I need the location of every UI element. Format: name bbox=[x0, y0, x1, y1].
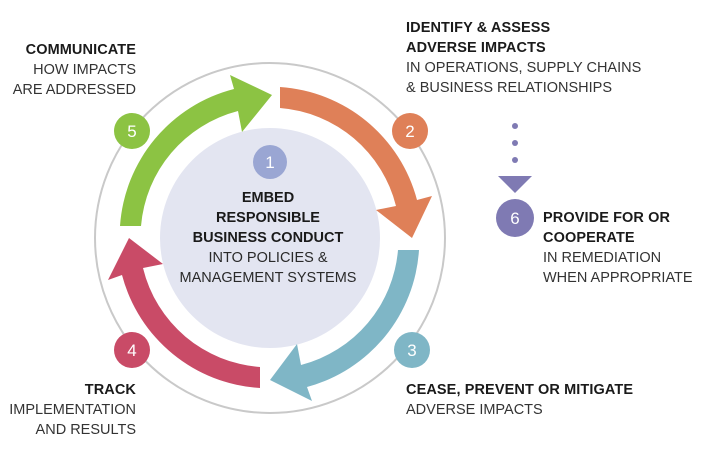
step-4-number: 4 bbox=[127, 341, 136, 360]
center-title-line: RESPONSIBLE bbox=[216, 210, 320, 226]
step-1-badge-circle bbox=[253, 145, 287, 179]
step-2-label: IDENTIFY & ASSESS ADVERSE IMPACTS IN OPE… bbox=[406, 18, 641, 98]
step-4-badge-circle bbox=[114, 332, 150, 368]
connector-dot bbox=[512, 123, 518, 129]
step-6-title: COOPERATE bbox=[543, 230, 635, 246]
step-2-title: IDENTIFY & ASSESS bbox=[406, 20, 551, 36]
step-2-title: ADVERSE IMPACTS bbox=[406, 40, 546, 56]
center-title-line: BUSINESS CONDUCT bbox=[192, 230, 344, 246]
connector-arrowhead bbox=[498, 176, 532, 193]
step-6-title: PROVIDE FOR OR bbox=[543, 210, 671, 226]
step-5-label: COMMUNICATE HOW IMPACTS ARE ADDRESSED bbox=[13, 40, 136, 100]
step-6-badge: 6 bbox=[496, 199, 534, 237]
step-3-label: CEASE, PREVENT OR MITIGATE ADVERSE IMPAC… bbox=[406, 380, 633, 420]
step-5-badge: 5 bbox=[114, 113, 150, 149]
step-2-badge: 2 bbox=[392, 113, 428, 149]
step-3-badge-circle bbox=[394, 332, 430, 368]
step-2-number: 2 bbox=[405, 122, 414, 141]
step-2-badge-circle bbox=[392, 113, 428, 149]
step-1-number: 1 bbox=[265, 153, 274, 172]
step-1-badge: 1 bbox=[253, 145, 287, 179]
step-4-title: TRACK bbox=[84, 382, 136, 398]
step-5-subtitle: HOW IMPACTS bbox=[33, 62, 136, 78]
step-4-subtitle: AND RESULTS bbox=[35, 422, 136, 438]
step-4-subtitle: IMPLEMENTATION bbox=[9, 402, 136, 418]
step-2-subtitle: & BUSINESS RELATIONSHIPS bbox=[406, 80, 613, 96]
center-title-line: EMBED bbox=[241, 190, 295, 206]
center-label: EMBED RESPONSIBLE BUSINESS CONDUCT INTO … bbox=[178, 188, 358, 288]
step-3-number: 3 bbox=[407, 341, 416, 360]
arrow-cease-to-track bbox=[270, 250, 419, 401]
step-5-title: COMMUNICATE bbox=[25, 42, 136, 58]
arrow-track-to-communicate bbox=[108, 238, 260, 388]
arrow-communicate-to-identify bbox=[120, 75, 272, 226]
remediation-connector bbox=[498, 123, 532, 193]
step-4-label: TRACK IMPLEMENTATION AND RESULTS bbox=[9, 380, 136, 440]
center-disc bbox=[160, 128, 380, 348]
connector-dot bbox=[512, 140, 518, 146]
step-5-number: 5 bbox=[127, 122, 136, 141]
center-subtitle-line: MANAGEMENT SYSTEMS bbox=[179, 270, 357, 286]
step-4-badge: 4 bbox=[114, 332, 150, 368]
step-6-badge-circle bbox=[496, 199, 534, 237]
step-6-number: 6 bbox=[510, 209, 519, 228]
outer-ring bbox=[94, 62, 446, 414]
step-3-subtitle: ADVERSE IMPACTS bbox=[406, 402, 543, 418]
step-6-subtitle: IN REMEDIATION bbox=[543, 250, 662, 266]
step-6-label: PROVIDE FOR OR COOPERATE IN REMEDIATION … bbox=[543, 208, 693, 288]
step-5-subtitle: ARE ADDRESSED bbox=[12, 82, 136, 98]
step-3-title: CEASE, PREVENT OR MITIGATE bbox=[406, 382, 634, 398]
connector-dot bbox=[512, 157, 518, 163]
step-6-subtitle: WHEN APPROPRIATE bbox=[543, 270, 693, 286]
step-2-subtitle: IN OPERATIONS, SUPPLY CHAINS bbox=[406, 60, 642, 76]
arrow-identify-to-cease bbox=[280, 87, 432, 238]
step-3-badge: 3 bbox=[394, 332, 430, 368]
center-subtitle-line: INTO POLICIES & bbox=[208, 250, 328, 266]
step-5-badge-circle bbox=[114, 113, 150, 149]
